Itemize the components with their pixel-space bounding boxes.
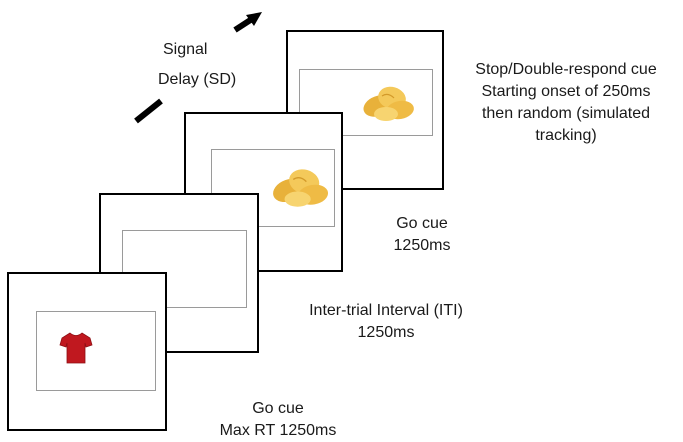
go-cue-1-screen [7,272,167,431]
signal-delay-arrow-bottom [134,98,163,124]
go-cue-1-stimulus-frame [36,311,156,391]
potato-chips-icon [273,169,329,207]
go-cue-1-label: Go cue Max RT 1250ms [219,400,337,439]
iti-label: Inter-trial Interval (ITI) 1250ms [309,302,463,341]
stop-cue-label: Stop/Double-respond cue Starting onset o… [475,61,657,144]
red-tshirt-icon [59,332,93,364]
signal-delay-label: Signal Delay (SD) [158,41,237,88]
potato-chips-icon [363,86,414,121]
go-cue-2-label: Go cue 1250ms [393,215,451,254]
arrow-head-icon [246,12,262,26]
